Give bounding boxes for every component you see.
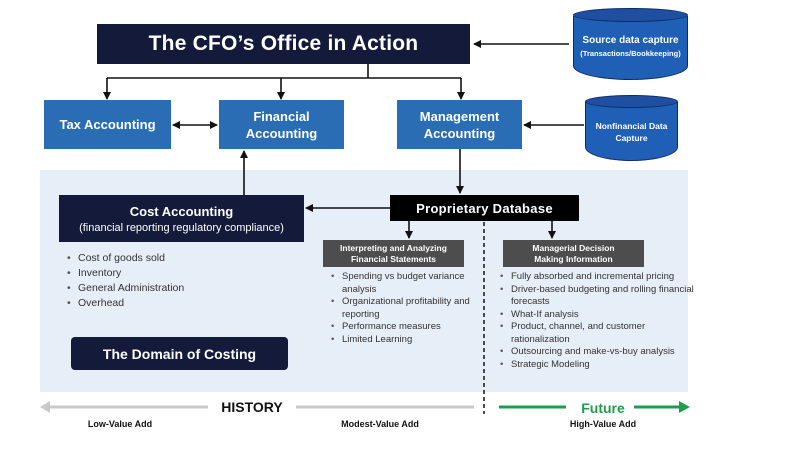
interpreting-items-list: Spending vs budget variance analysis Org… [330, 271, 492, 346]
future-label: Future [581, 400, 625, 416]
list-item: Organizational profitability and reporti… [331, 296, 492, 321]
cost-accounting-title: Cost Accounting [129, 203, 234, 219]
nonfinancial-data-capture-database-icon: Nonfinancial Data Capture [585, 95, 678, 161]
list-item: General Administration [67, 281, 184, 296]
cost-accounting-subtitle: (financial reporting regulatory complian… [79, 221, 284, 234]
page-title: The CFO’s Office in Action [97, 24, 470, 64]
high-value-add-label: High-Value Add [569, 419, 637, 429]
low-value-add-label: Low-Value Add [87, 419, 153, 429]
management-accounting-line1: Management [419, 108, 500, 124]
financial-accounting-line2: Accounting [245, 125, 318, 141]
list-item: What-If analysis [500, 309, 703, 322]
nonfinancial-capture-line1: Nonfinancial Data [595, 121, 668, 131]
list-item: Performance measures [331, 321, 492, 334]
interpreting-analyzing-box: Interpreting and Analyzing Financial Sta… [323, 240, 464, 267]
managerial-decision-box: Managerial Decision Making Information [503, 240, 644, 267]
list-item: Driver-based budgeting and rolling finan… [500, 284, 703, 309]
list-item: Cost of goods sold [67, 251, 184, 266]
financial-accounting-line1: Financial [253, 108, 310, 124]
source-data-capture-database-icon: Source data capture (Transactions/Bookke… [573, 8, 688, 80]
interpreting-line1: Interpreting and Analyzing [340, 242, 447, 253]
managerial-items-list: Fully absorbed and incremental pricing D… [499, 271, 703, 371]
list-item: Limited Learning [331, 334, 492, 347]
proprietary-database-box: Proprietary Database [390, 195, 579, 221]
list-item: Inventory [67, 266, 184, 281]
cost-accounting-box: Cost Accounting (financial reporting reg… [59, 195, 304, 242]
history-label: HISTORY [221, 399, 283, 415]
management-accounting-box: Management Accounting [397, 100, 522, 149]
managerial-line2: Making Information [534, 253, 613, 264]
nonfinancial-capture-line2: Capture [615, 133, 648, 143]
management-accounting-line2: Accounting [423, 125, 496, 141]
managerial-line1: Managerial Decision [532, 242, 615, 253]
modest-value-add-label: Modest-Value Add [341, 419, 419, 429]
source-capture-line2: (Transactions/Bookkeeping) [580, 49, 681, 58]
source-capture-line1: Source data capture [582, 35, 679, 46]
list-item: Product, channel, and customer rationali… [500, 321, 703, 346]
list-item: Spending vs budget variance analysis [331, 271, 492, 296]
list-item: Fully absorbed and incremental pricing [500, 271, 703, 284]
list-item: Strategic Modeling [500, 359, 703, 372]
list-item: Outsourcing and make-vs-buy analysis [500, 346, 703, 359]
list-item: Overhead [67, 296, 184, 311]
tax-accounting-box: Tax Accounting [44, 100, 171, 149]
interpreting-line2: Financial Statements [350, 253, 437, 264]
cost-items-list: Cost of goods sold Inventory General Adm… [66, 251, 184, 311]
domain-of-costing-label: The Domain of Costing [71, 337, 288, 370]
financial-accounting-box: Financial Accounting [219, 100, 344, 149]
